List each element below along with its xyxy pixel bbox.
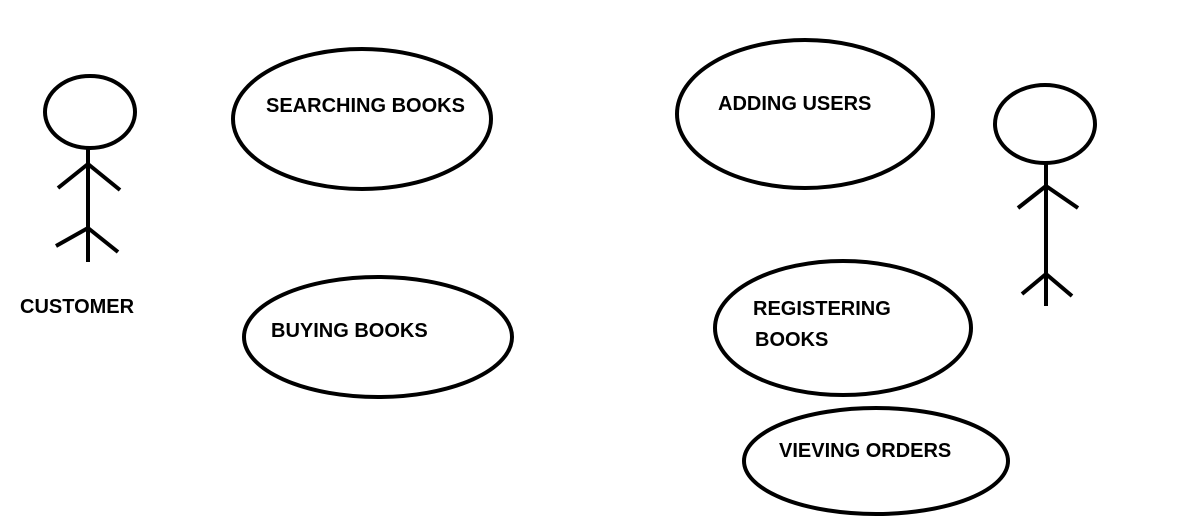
use-case-label-line-1: REGISTERING: [753, 298, 891, 320]
use-case-label: BUYING BOOKS: [271, 320, 428, 342]
use-case-label: SEARCHING BOOKS: [266, 95, 465, 117]
use-case-ellipse: [231, 47, 493, 191]
use-case-registering-books: REGISTERING BOOKS: [713, 259, 973, 397]
customer-actor: CUSTOMER: [20, 74, 137, 318]
use-case-ellipse: [242, 275, 514, 399]
admin-right-arm: [1044, 184, 1080, 210]
customer-left-leg: [55, 226, 89, 248]
use-case-label-line-2: BOOKS: [755, 329, 828, 351]
customer-right-arm: [86, 162, 122, 192]
admin-actor: [993, 83, 1097, 306]
customer-right-leg: [86, 226, 120, 254]
use-case-label: ADDING USERS: [718, 93, 871, 115]
use-case-buying-books: BUYING BOOKS: [242, 275, 514, 399]
customer-head: [43, 74, 137, 150]
use-case-label: VIEVING ORDERS: [779, 440, 951, 462]
use-case-adding-users: ADDING USERS: [675, 38, 935, 190]
customer-label: CUSTOMER: [20, 296, 135, 318]
admin-head: [993, 83, 1097, 165]
use-case-searching-books: SEARCHING BOOKS: [231, 47, 493, 191]
admin-left-leg: [1020, 272, 1048, 296]
customer-left-arm: [56, 162, 90, 190]
admin-right-leg: [1044, 272, 1074, 298]
use-case-ellipse: [713, 259, 973, 397]
admin-left-arm: [1016, 184, 1048, 210]
use-case-vieving-orders: VIEVING ORDERS: [742, 406, 1010, 516]
use-case-ellipse: [742, 406, 1010, 516]
use-case-ellipse: [675, 38, 935, 190]
